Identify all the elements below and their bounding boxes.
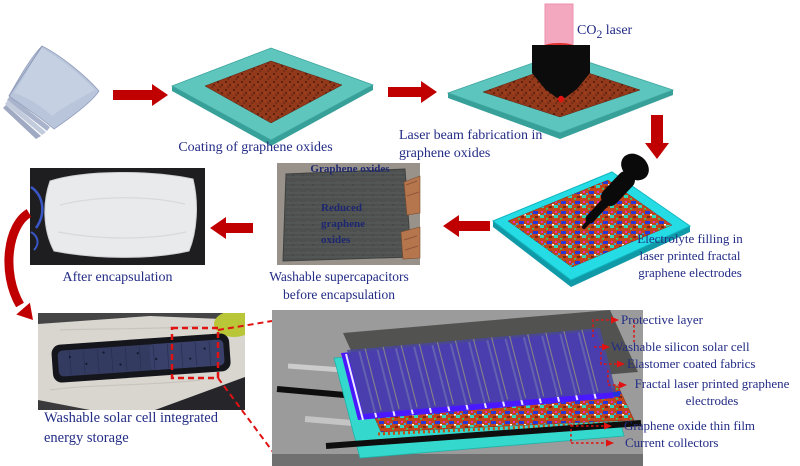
current-collector-rod [325,420,642,449]
callout-go-film: Graphene oxide thin film [624,418,756,433]
copper-tape [400,226,421,260]
callout-solar-cell: Washable silicon solar cell [611,339,750,354]
fractal-electrode-board [492,153,692,287]
callout-elastomer: Elastomer coated fabrics [627,356,756,371]
callout-collectors: Current collectors [625,435,719,450]
arrow-down [645,115,669,159]
callout-line-top [217,320,273,331]
fabric-cloth-photo [3,45,100,139]
rgo-overlay: Reduced graphene oxides [321,202,365,246]
blue-wire [30,185,44,229]
electrolyte-dropper [582,153,649,229]
encapsulated-device-photo [30,168,205,265]
supercapacitor-photo [277,163,421,265]
callout-fractal-electrodes: Fractal laser printed graphene electrode… [634,376,790,408]
layer-diagram-panel [272,310,643,466]
arrow-right-2 [388,81,437,103]
arrow-curved [4,209,32,308]
laser-fab-caption: Laser beam fabrication in graphene oxide… [399,128,543,161]
solar-cell-photo [38,313,245,410]
solar-caption: Washable solar cell integrated energy st… [44,410,218,446]
arrow-left-2 [210,217,253,239]
layer-leader-lines [570,316,635,447]
callout-protective-layer: Protective layer [621,312,703,327]
electrolyte-caption: Electrolyte filling in laser printed fra… [637,231,743,280]
copper-tape [403,175,421,216]
laser-head [532,45,590,98]
green-object [214,313,245,337]
laser-fabrication-setup [446,3,675,139]
solar-strip [51,333,231,383]
callout-line-bottom [217,377,274,453]
go-coated-substrate [171,47,374,146]
laser-beam [544,3,574,49]
arrow-left-1 [443,215,490,237]
zoom-callout-rect [170,326,220,380]
graphene-oxides-overlay: Graphene oxides [310,163,390,175]
flow-arrows [4,81,669,320]
coating-caption: Coating of graphene oxides [178,140,333,155]
after-encapsulation-caption: After encapsulation [62,270,173,285]
supercapacitor-caption: Washable supercapacitors before encapsul… [269,269,409,302]
arrow-right-1 [113,84,168,106]
co2-laser-caption: CO2 laser [577,23,633,41]
